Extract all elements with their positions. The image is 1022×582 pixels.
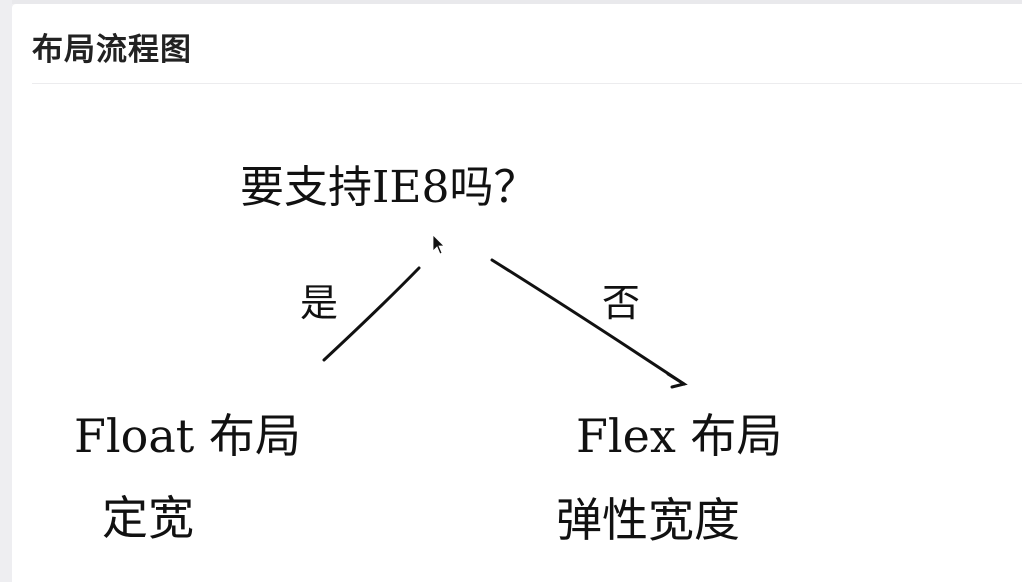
content-card: 布局流程图 xyxy=(12,4,1022,582)
no-label: 否 xyxy=(602,281,640,325)
page-title: 布局流程图 xyxy=(32,32,192,68)
title-divider xyxy=(32,83,1022,84)
question-text: 要支持IE8吗？ xyxy=(240,162,538,213)
yes-branch-arrow xyxy=(322,266,421,362)
no-branch-arrowhead xyxy=(666,372,688,389)
flexible-width-text: 弹性宽度 xyxy=(556,493,740,547)
fixed-width-text: 定宽 xyxy=(102,491,194,545)
float-layout-text: Float 布局 xyxy=(74,409,301,463)
yes-label: 是 xyxy=(300,281,338,325)
mouse-cursor-icon xyxy=(432,234,445,255)
left-rail xyxy=(0,0,12,582)
flex-layout-text: Flex 布局 xyxy=(576,409,782,463)
no-branch-arrow xyxy=(490,258,686,386)
top-strip xyxy=(0,0,1022,4)
flowchart-sketch: 要支持IE8吗？ 是 否 Float 布局 定宽 Flex 布局 弹性宽度 xyxy=(74,162,782,547)
